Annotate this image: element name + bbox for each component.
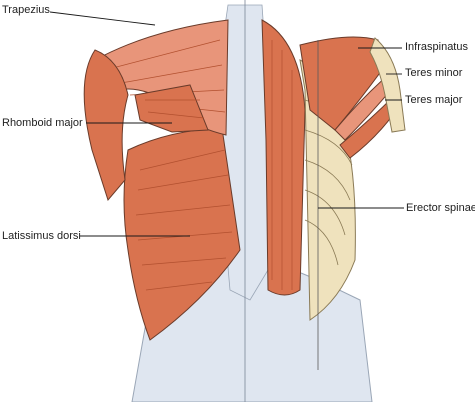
deltoid-left: [83, 49, 129, 202]
erector-spinae-right: [261, 19, 306, 296]
label-infraspinatus: Infraspinatus: [405, 41, 468, 53]
rhomboid-fibers: [145, 99, 205, 119]
label-teres-major: Teres major: [405, 94, 463, 106]
label-trapezius: Trapezius: [2, 4, 50, 16]
label-rhomboid-major: Rhomboid major: [2, 117, 83, 129]
label-erector-spinae: Erector spinae: [406, 202, 475, 214]
label-teres-minor: Teres minor: [405, 67, 463, 79]
leader-trapezius: [49, 11, 156, 26]
label-latissimus-dorsi: Latissimus dorsi: [2, 230, 81, 242]
trapezius-fibers-left: [104, 39, 226, 113]
erector-fibers: [271, 40, 293, 290]
humerus-right: [369, 37, 406, 133]
rhomboid-major: [134, 84, 209, 133]
